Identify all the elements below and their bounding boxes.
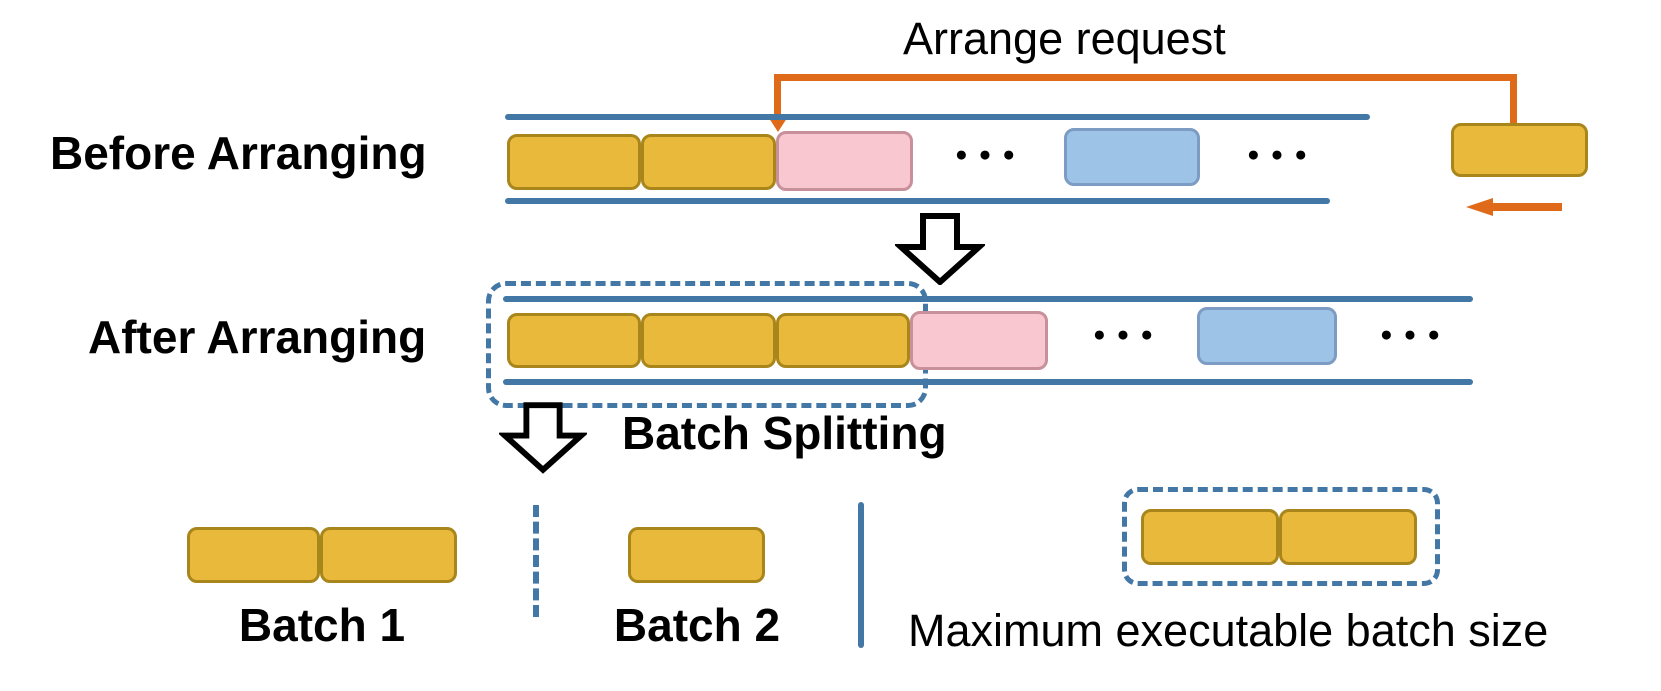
before-queue-top-rail bbox=[505, 114, 1370, 120]
after-request-block-yellow-1 bbox=[507, 313, 641, 368]
arrange-arrow-left-drop-line bbox=[774, 74, 781, 117]
max-batch-size-label: Maximum executable batch size bbox=[908, 605, 1549, 656]
incoming-request-block-yellow bbox=[1451, 123, 1588, 177]
batch1-label: Batch 1 bbox=[238, 599, 406, 651]
before-request-block-yellow-2 bbox=[641, 134, 776, 190]
enqueue-arrow-shaft bbox=[1492, 203, 1562, 211]
after-queue-ellipsis-1: ●●● bbox=[1093, 323, 1165, 346]
max-batch-request-block-1 bbox=[1141, 509, 1279, 565]
section-divider-solid-line bbox=[858, 502, 864, 648]
batch1-request-block-1 bbox=[187, 527, 320, 583]
after-queue-top-rail bbox=[503, 296, 1473, 302]
after-request-block-blue bbox=[1197, 307, 1337, 365]
batch2-request-block-1 bbox=[628, 527, 765, 583]
max-batch-dashed-box bbox=[1122, 487, 1440, 586]
batch-splitting-down-arrow-icon bbox=[499, 400, 587, 475]
arrange-arrow-right-drop-line bbox=[1510, 74, 1517, 124]
before-request-block-blue bbox=[1064, 128, 1200, 186]
batch1-request-block-2 bbox=[320, 527, 457, 583]
before-queue-ellipsis-1: ●●● bbox=[955, 143, 1027, 166]
before-arranging-label: Before Arranging bbox=[50, 127, 427, 179]
after-arranging-label: After Arranging bbox=[88, 311, 427, 363]
after-request-block-pink bbox=[910, 311, 1048, 370]
before-queue-ellipsis-2: ●●● bbox=[1247, 143, 1319, 166]
enqueue-arrow-left-head-icon bbox=[1466, 198, 1493, 216]
after-queue-bottom-rail bbox=[503, 379, 1473, 385]
arrange-request-label: Arrange request bbox=[903, 13, 1226, 64]
after-request-block-yellow-2 bbox=[641, 313, 776, 368]
batch2-label: Batch 2 bbox=[613, 599, 781, 651]
batch-divider-dashed-line bbox=[533, 505, 539, 617]
arrange-arrow-horizontal-line bbox=[774, 74, 1517, 81]
before-request-block-pink bbox=[776, 131, 913, 191]
max-batch-request-block-2 bbox=[1279, 509, 1417, 565]
before-request-block-yellow-1 bbox=[507, 134, 641, 190]
batch-splitting-label: Batch Splitting bbox=[622, 407, 947, 459]
after-queue-ellipsis-2: ●●● bbox=[1380, 323, 1452, 346]
transition-down-arrow-icon bbox=[895, 213, 985, 285]
before-queue-bottom-rail bbox=[505, 198, 1330, 204]
after-request-block-yellow-3 bbox=[776, 313, 910, 368]
